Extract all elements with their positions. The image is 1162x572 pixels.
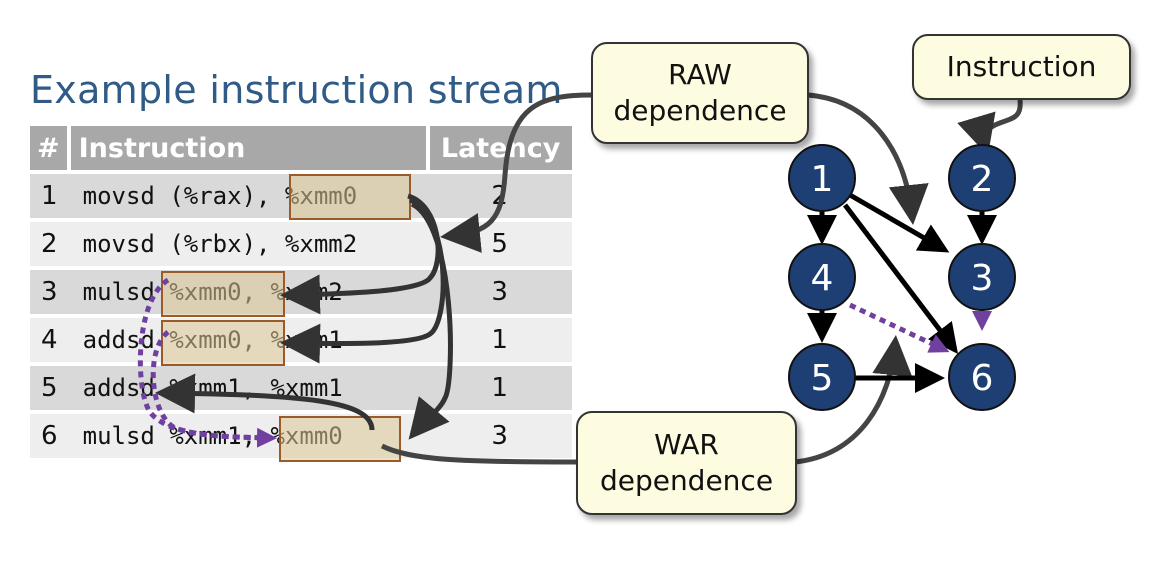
war-dependence-callout: WAR dependence	[576, 411, 797, 515]
edge-4-6	[848, 302, 950, 353]
node-label: 3	[971, 258, 994, 299]
header-number: #	[30, 126, 71, 172]
graph-node-4: 4	[788, 243, 856, 311]
callout-connectors	[380, 92, 1023, 465]
raw-edges	[807, 192, 997, 393]
graph-node-1: 1	[788, 144, 856, 212]
row-number: 2	[30, 218, 69, 268]
raw-callout-line-2: dependence	[613, 94, 787, 127]
node-label: 1	[811, 159, 834, 200]
row-instruction: addsd %xmm1, %xmm1	[68, 362, 428, 412]
row-number: 6	[30, 410, 69, 458]
war-edges	[848, 302, 992, 353]
table-row: 2 movsd (%rbx), %xmm2 5	[30, 218, 572, 268]
header-instruction: Instruction	[68, 126, 430, 172]
page-title: Example instruction stream	[30, 68, 563, 112]
table-war-arrows	[137, 277, 277, 448]
node-label: 6	[971, 358, 994, 399]
register-highlight	[279, 416, 401, 462]
row-instruction: movsd (%rbx), %xmm2	[68, 218, 428, 268]
row-number: 5	[30, 362, 69, 412]
instruction-callout-label: Instruction	[946, 50, 1097, 83]
edge-1-6	[843, 203, 959, 354]
instruction-callout: Instruction	[912, 34, 1131, 100]
node-label: 4	[811, 258, 834, 299]
graph-node-5: 5	[788, 343, 856, 411]
war-callout-line-1: WAR	[654, 428, 719, 461]
raw-dependence-callout: RAW dependence	[591, 42, 809, 144]
row-latency: 3	[427, 266, 572, 316]
war-callout-line-2: dependence	[599, 464, 774, 497]
graph-nodes: 1 2 3 4 5 6	[788, 144, 1016, 411]
node-label: 5	[811, 358, 834, 399]
dependence-graph: 1 2 3 4 5 6	[788, 144, 1016, 411]
graph-node-2: 2	[948, 144, 1016, 212]
row-number: 4	[30, 314, 69, 364]
raw-callout-line-1: RAW	[668, 58, 732, 91]
table-row: 5 addsd %xmm1, %xmm1 1	[30, 362, 572, 412]
graph-node-3: 3	[948, 243, 1016, 311]
register-highlight	[289, 174, 411, 220]
row-number: 3	[30, 266, 69, 316]
row-latency: 3	[427, 410, 572, 458]
graph-node-6: 6	[948, 343, 1016, 411]
node-label: 2	[971, 159, 994, 200]
table-header-row: # Instruction Latency	[30, 126, 572, 172]
edge-1-3	[848, 192, 950, 253]
register-highlight	[161, 271, 285, 317]
row-number: 1	[30, 170, 69, 220]
header-latency: Latency	[427, 126, 572, 172]
table-raw-arrows	[155, 193, 453, 440]
